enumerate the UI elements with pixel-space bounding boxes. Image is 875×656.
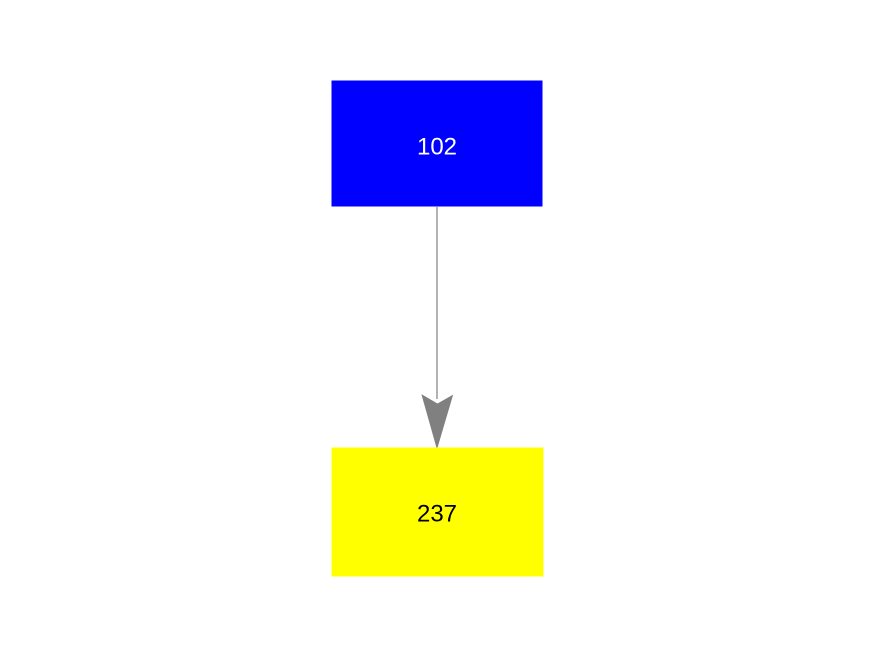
edge-arrowhead-icon [421,394,454,450]
node-label: 237 [417,500,457,527]
node-shape [331,80,543,207]
graph-node-237[interactable]: 237 [331,447,544,577]
node-label: 102 [417,133,457,160]
graph-node-102[interactable]: 102 [331,80,543,207]
node-shape [331,447,544,577]
graph-edge[interactable] [421,207,454,450]
